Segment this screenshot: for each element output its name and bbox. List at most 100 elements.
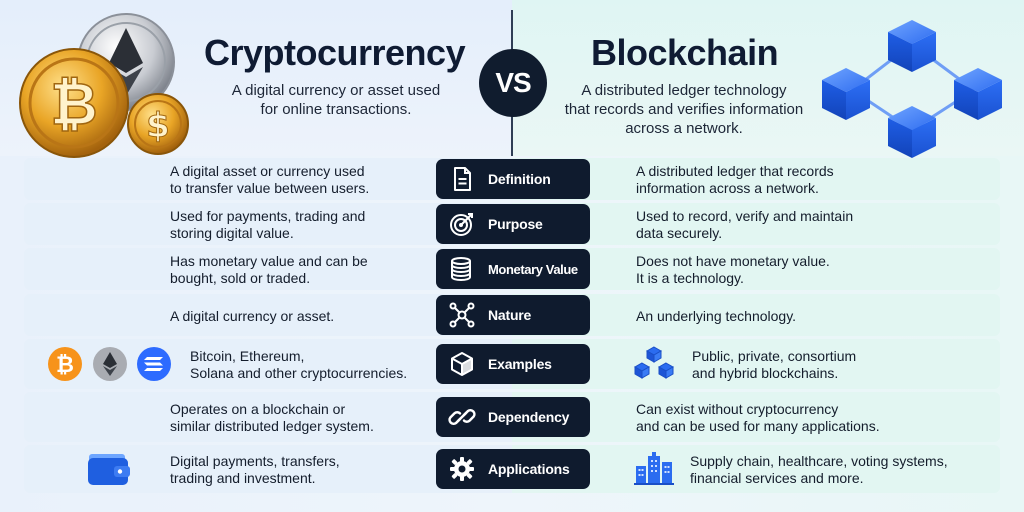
row-right-bg	[512, 392, 1000, 442]
comparison-row	[24, 339, 1000, 389]
row-right-bg	[512, 339, 1000, 389]
bitcoin-icon: ₿	[48, 347, 82, 381]
category-label-text: Monetary Value	[488, 261, 578, 277]
blockchain-subtitle: A distributed ledger technology that rec…	[548, 81, 820, 138]
category-label-text: Nature	[488, 307, 532, 323]
left-line: Used for payments, trading and	[170, 208, 366, 224]
city-buildings-icon	[634, 452, 674, 485]
target-icon	[448, 210, 476, 238]
solana-icon	[137, 347, 171, 381]
category-label-text: Applications	[488, 461, 570, 477]
row-left-bg	[24, 158, 512, 200]
comparison-row	[24, 158, 1000, 200]
category-label-monetary-value: Monetary Value	[436, 249, 590, 289]
left-line: Has monetary value and can be	[170, 253, 368, 269]
right-line: and can be used for many applications.	[636, 418, 880, 434]
crypto-title: Cryptocurrency	[204, 32, 466, 73]
category-label-examples: Examples	[436, 344, 590, 384]
wallet-icon	[88, 454, 130, 485]
blockchain-subtitle-line-3: across a network.	[625, 120, 743, 137]
document-icon	[448, 165, 476, 193]
right-line: Can exist without cryptocurrency	[636, 401, 839, 417]
right-line: It is a technology.	[636, 270, 744, 286]
left-line: similar distributed ledger system.	[170, 418, 374, 434]
left-line: Solana and other cryptocurrencies.	[190, 365, 408, 381]
network-nodes-icon	[448, 301, 476, 329]
category-label-text: Dependency	[488, 409, 570, 425]
blockchain-subtitle-line-2: that records and verifies information	[564, 101, 804, 118]
comparison-row	[24, 294, 1000, 336]
left-line: Operates on a blockchain or	[170, 401, 346, 417]
category-label-nature: Nature	[436, 295, 590, 335]
comparison-row	[24, 248, 1000, 290]
row-right-bg	[512, 445, 1000, 493]
right-line: data securely.	[636, 225, 723, 241]
right-line: An underlying technology.	[636, 307, 797, 324]
right-line: and hybrid blockchains.	[692, 365, 839, 381]
row-left-bg	[24, 248, 512, 290]
left-line: A digital currency or asset.	[170, 307, 335, 324]
crypto-subtitle-line-1: A digital currency or asset used	[231, 82, 441, 99]
blockchain-cell: Supply chain, healthcare, voting systems…	[690, 453, 948, 487]
svg-text:$: $	[146, 106, 170, 146]
category-label-definition: Definition	[436, 159, 590, 199]
row-left-bg	[24, 392, 512, 442]
category-label-text: Definition	[488, 171, 551, 187]
left-line: A digital asset or currency used	[170, 163, 365, 179]
blockchain-subtitle-line-1: A distributed ledger technology	[581, 82, 787, 99]
blockchain-header-panel	[512, 0, 1024, 156]
crypto-cell: A digital currency or asset.	[170, 308, 334, 325]
crypto-coins-illustration: ₿ $	[19, 13, 189, 158]
coin-stack-icon	[448, 255, 476, 283]
left-line: storing digital value.	[170, 225, 294, 241]
gear-icon	[448, 455, 476, 483]
row-left-bg	[24, 203, 512, 245]
right-line: Supply chain, healthcare, voting systems…	[690, 453, 948, 469]
dollar-coin-icon: $	[127, 93, 189, 155]
crypto-cell: Digital payments, transfers,trading and …	[170, 453, 340, 487]
row-right-bg	[512, 203, 1000, 245]
right-line: financial services and more.	[690, 470, 864, 486]
right-line: Used to record, verify and maintain	[636, 208, 854, 224]
bitcoin-coin-icon: ₿	[19, 48, 129, 158]
right-line: information across a network.	[636, 180, 819, 196]
row-right-bg	[512, 294, 1000, 336]
cube-icon	[448, 350, 476, 378]
blockchain-cell: Does not have monetary value.It is a tec…	[636, 253, 830, 287]
blockchain-mini-cubes-icon	[633, 346, 675, 379]
svg-text:₿: ₿	[56, 353, 74, 378]
comparison-row	[24, 203, 1000, 245]
category-label-dependency: Dependency	[436, 397, 590, 437]
blockchain-cell: An underlying technology.	[636, 308, 796, 325]
right-line: A distributed ledger that records	[636, 163, 834, 179]
chain-link-icon	[448, 403, 476, 431]
left-line: bought, sold or traded.	[170, 270, 311, 286]
crypto-subtitle-line-2: for online transactions.	[260, 101, 412, 118]
category-label-applications: Applications	[436, 449, 590, 489]
vs-badge: VS	[479, 49, 547, 117]
right-line: Does not have monetary value.	[636, 253, 830, 269]
row-left-bg	[24, 294, 512, 336]
left-line: trading and investment.	[170, 470, 316, 486]
comparison-row	[24, 392, 1000, 442]
left-line: Bitcoin, Ethereum,	[190, 348, 305, 364]
right-line: Public, private, consortium	[692, 348, 857, 364]
category-label-purpose: Purpose	[436, 204, 590, 244]
blockchain-title: Blockchain	[591, 32, 779, 73]
blockchain-cubes-illustration	[822, 20, 1002, 158]
category-label-text: Examples	[488, 356, 552, 372]
category-label-text: Purpose	[488, 216, 543, 232]
ethereum-icon	[93, 347, 127, 381]
row-right-bg	[512, 248, 1000, 290]
crypto-cell: Bitcoin, Ethereum,Solana and other crypt…	[190, 348, 407, 382]
left-line: to transfer value between users.	[170, 180, 370, 196]
row-right-bg	[512, 158, 1000, 200]
